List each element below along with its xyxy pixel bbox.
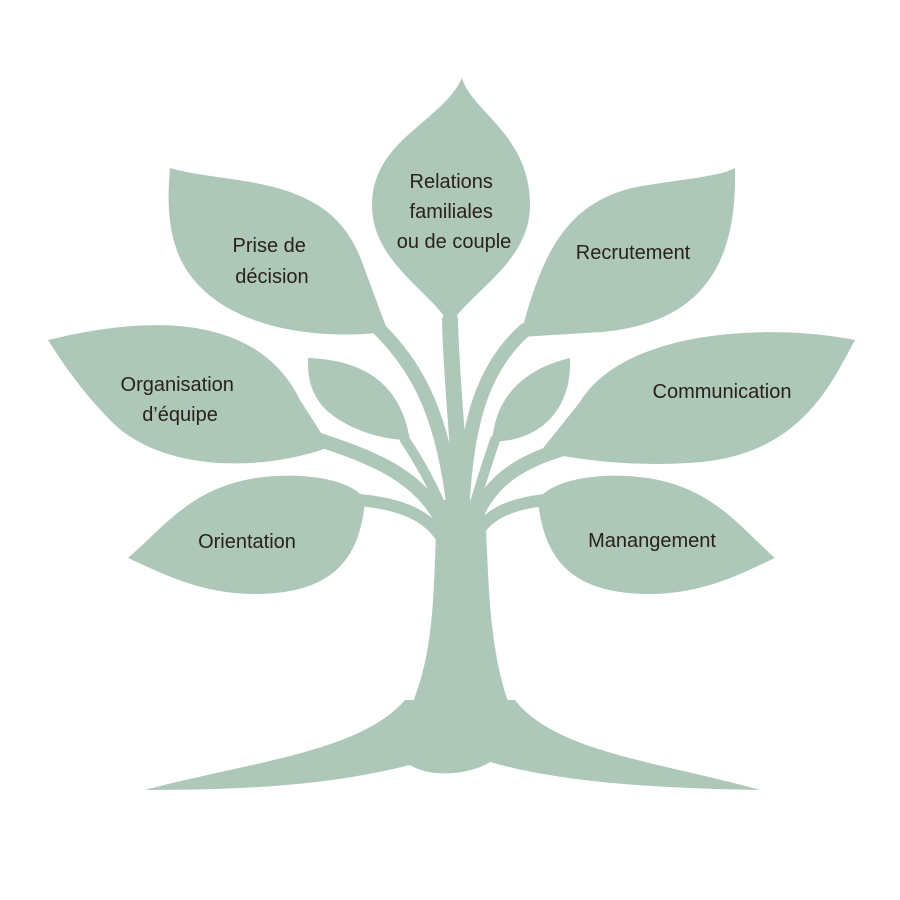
- small-leaf-left: [308, 358, 410, 440]
- label-management: Manangement: [588, 530, 716, 552]
- label-recrutement: Recrutement: [576, 242, 691, 264]
- label-decision: Prise de décision: [233, 235, 312, 288]
- trunk: [405, 500, 515, 720]
- leaf-decision: [168, 168, 388, 335]
- small-leaf-right: [492, 358, 571, 442]
- label-orientation: Orientation: [198, 531, 296, 553]
- leaf-recrutement: [520, 168, 736, 337]
- leaf-organisation: [48, 325, 330, 464]
- leaf-orientation: [128, 475, 365, 595]
- roots: [145, 700, 760, 790]
- leaf-relations: [372, 78, 530, 325]
- leaf-management: [538, 475, 775, 595]
- label-organisation: Organisation d’équipe: [121, 374, 240, 426]
- label-relations: Relations familiales ou de couple: [397, 171, 512, 253]
- leaf-communication: [540, 332, 855, 464]
- label-communication: Communication: [653, 381, 792, 403]
